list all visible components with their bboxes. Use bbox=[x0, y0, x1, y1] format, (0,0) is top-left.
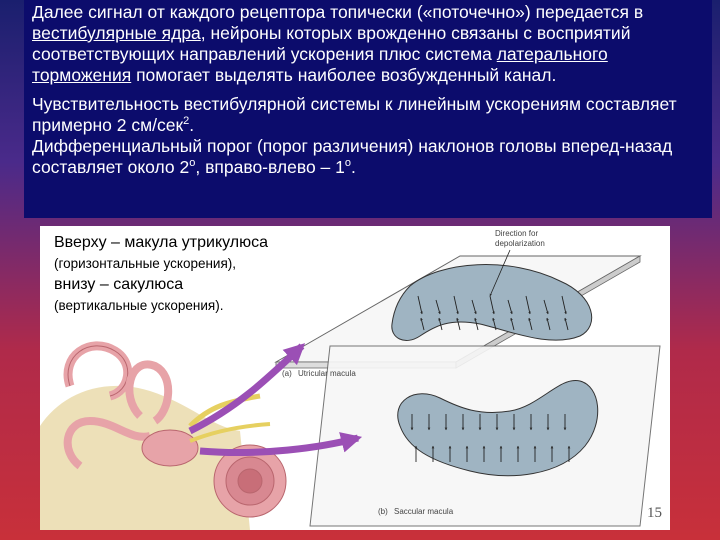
vestibular-nuclei-link[interactable]: вестибулярные ядра bbox=[32, 23, 201, 43]
paragraph-3: Дифференциальный порог (порог различения… bbox=[32, 136, 704, 178]
inner-ear-figure: Direction for depolarization (a) Utricul… bbox=[40, 226, 670, 530]
hair-cell-arrow bbox=[507, 299, 513, 315]
direction-label-line1: Direction for bbox=[495, 229, 538, 238]
hair-cell-arrow bbox=[417, 295, 423, 315]
hair-cell-arrow bbox=[525, 295, 531, 315]
label-a-text: Utricular macula bbox=[298, 369, 356, 378]
caption-line-3: внизу – сакулюса bbox=[54, 276, 184, 293]
hair-cell-arrow bbox=[510, 317, 515, 331]
paragraph-3-part-c: . bbox=[351, 157, 356, 177]
hair-cell-arrow bbox=[453, 295, 459, 315]
paragraph-3-part-b: , вправо-влево – 1 bbox=[195, 157, 345, 177]
degree-superscript-2: о bbox=[344, 157, 352, 170]
paragraph-2-part-b: . bbox=[189, 115, 195, 135]
hair-cell-arrow bbox=[564, 317, 569, 331]
hair-cell-arrow bbox=[543, 299, 549, 315]
hair-cell-arrow bbox=[420, 317, 425, 331]
caption-line-2: (горизонтальные ускорения), bbox=[54, 256, 237, 271]
saccular-macula-plate bbox=[309, 345, 661, 527]
inner-ear-drawing bbox=[40, 341, 287, 530]
hair-cell-arrow bbox=[528, 317, 533, 331]
paragraph-2: Чувствительность вестибулярной системы к… bbox=[32, 94, 704, 136]
direction-pointer bbox=[489, 249, 511, 297]
degree-superscript-1: о bbox=[189, 157, 196, 170]
figure-caption: Вверху – макула утрикулюса (горизонтальн… bbox=[54, 232, 268, 316]
paragraph-1-part-a: Далее сигнал от каждого рецептора топиче… bbox=[32, 2, 644, 22]
paragraph-1-part-b: , нейроны которых врожденно связаны с во… bbox=[32, 23, 631, 64]
superscript-2: 2 bbox=[183, 115, 190, 128]
hair-cell-arrow bbox=[489, 295, 495, 315]
direction-label-line2: depolarization bbox=[495, 239, 545, 248]
lateral-inhibition-link[interactable]: латерального торможения bbox=[32, 44, 608, 85]
label-b-text: Saccular macula bbox=[394, 507, 454, 516]
hair-cell-arrow bbox=[456, 317, 461, 331]
label-b: (b) bbox=[378, 507, 388, 516]
hair-cell-arrow bbox=[438, 317, 443, 331]
inner-ear-illustration: Direction for depolarization (a) Utricul… bbox=[40, 229, 661, 530]
caption-line-1: Вверху – макула утрикулюса bbox=[54, 234, 269, 251]
arrow-to-saccule bbox=[199, 432, 363, 457]
hair-cell-arrow bbox=[546, 317, 551, 331]
caption-line-4: (вертикальные ускорения). bbox=[54, 298, 224, 313]
hair-cell-arrow bbox=[471, 299, 477, 315]
paragraph-1: Далее сигнал от каждого рецептора топиче… bbox=[32, 2, 704, 86]
hair-cell-arrow bbox=[435, 299, 441, 315]
paragraph-1-part-c: помогает выделять наиболее возбужденный … bbox=[131, 65, 557, 85]
label-a: (a) bbox=[282, 369, 292, 378]
text-panel: Далее сигнал от каждого рецептора топиче… bbox=[24, 0, 712, 218]
slide-number: 15 bbox=[647, 505, 662, 521]
arrow-to-utricle bbox=[188, 343, 306, 435]
hair-cell-arrow bbox=[492, 317, 497, 331]
paragraph-2-part-a: Чувствительность вестибулярной системы к… bbox=[32, 94, 677, 135]
hair-cell-arrow bbox=[561, 295, 567, 315]
hair-cell-arrow bbox=[474, 317, 479, 331]
paragraph-3-part-a: Дифференциальный порог (порог различения… bbox=[32, 136, 673, 177]
